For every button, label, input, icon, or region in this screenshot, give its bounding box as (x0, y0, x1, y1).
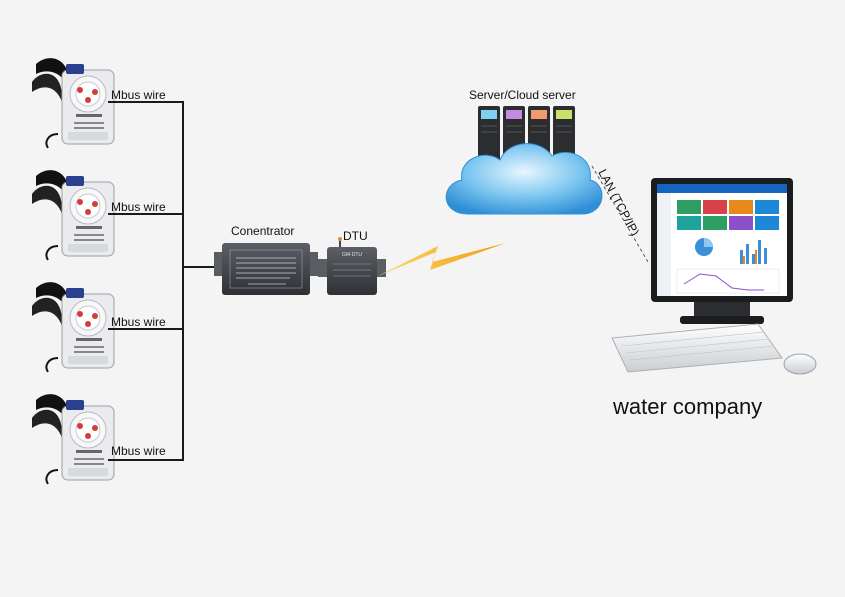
cloud-icon (445, 143, 603, 215)
computer-monitor (651, 178, 793, 324)
water-meter-3 (31, 281, 115, 373)
mbus-wire-label-1: Mbus wire (111, 88, 166, 102)
mouse (783, 353, 817, 375)
water-company-label: water company (612, 394, 762, 419)
server-label: Server/Cloud server (469, 88, 576, 102)
water-meter-1 (31, 57, 115, 149)
lan-label: LAN (TCP/IP) (595, 167, 642, 238)
mbus-wiring (108, 101, 222, 461)
water-meter-4 (31, 393, 115, 485)
dtu-label: DTU (343, 229, 368, 243)
mbus-wire-label-2: Mbus wire (111, 200, 166, 214)
water-meter-2 (31, 169, 115, 261)
wireless-link-lightning (378, 243, 506, 276)
mbus-wire-label-4: Mbus wire (111, 444, 166, 458)
mbus-wire-label-3: Mbus wire (111, 315, 166, 329)
lan-link-line (591, 165, 649, 263)
keyboard (611, 323, 783, 373)
concentrator-label: Conentrator (231, 224, 294, 238)
dtu-face-text: GM-DTU (342, 252, 362, 258)
concentrator-device (214, 243, 318, 295)
dtu-device: GM-DTU (318, 237, 386, 295)
